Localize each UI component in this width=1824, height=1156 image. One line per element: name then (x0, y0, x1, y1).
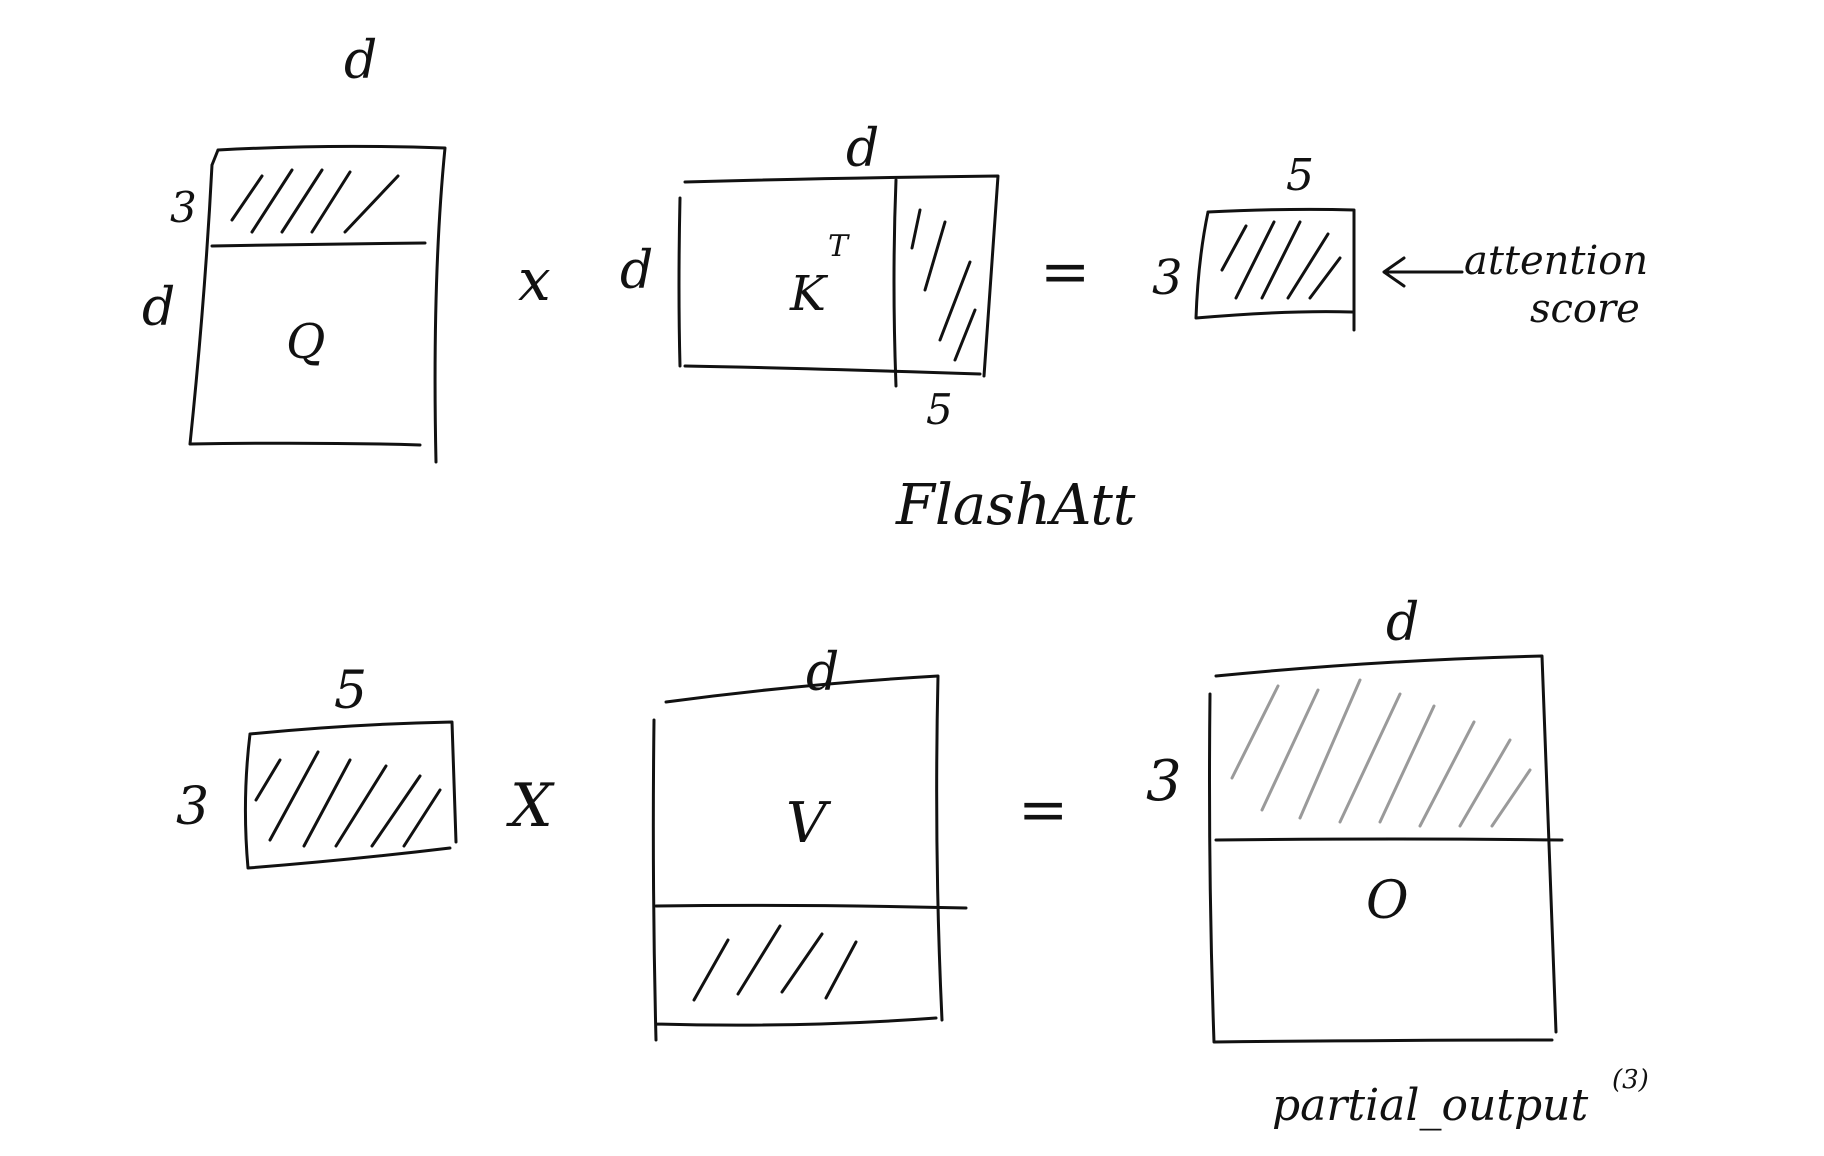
o-side-dim-label: 3 (1146, 749, 1182, 814)
o-hatched-block (1230, 678, 1532, 828)
score-block-bottom: 5 3 (176, 661, 458, 870)
score-block-top-hatching (1220, 220, 1342, 300)
score-block-bottom-outline (243, 720, 458, 870)
v-matrix-outline (651, 674, 944, 1042)
annotation-label-line2: score (1530, 286, 1640, 332)
kt-block-divider (892, 178, 898, 388)
v-top-dim-label: d (806, 643, 839, 703)
o-matrix-outline (1208, 654, 1558, 1044)
kt-matrix: d d K T 5 (620, 119, 1000, 434)
times-symbol-bottom: X (506, 771, 555, 841)
times-symbol-top: x (518, 246, 551, 314)
v-matrix-name: V (786, 791, 832, 856)
equals-symbol-top: = (1040, 237, 1090, 307)
q-block-divider (210, 241, 427, 248)
kt-matrix-outline (677, 174, 1000, 378)
kt-matrix-name: K (789, 266, 829, 322)
kt-block-dim-label: 5 (926, 385, 953, 434)
q-hatched-block (230, 168, 400, 234)
partial-output-superscript: (3) (1612, 1065, 1649, 1095)
o-matrix: d 3 O (1146, 593, 1564, 1044)
score-bottom-side-dim-label: 3 (176, 777, 209, 837)
q-matrix-outline (188, 144, 447, 464)
o-matrix-name: O (1366, 871, 1409, 931)
score-top-dim-label: 5 (1286, 150, 1314, 201)
q-side-dim-label: d (142, 278, 175, 338)
score-block-top: 5 3 (1152, 150, 1356, 332)
kt-hatched-block (910, 208, 977, 362)
v-block-divider (654, 903, 968, 910)
partial-output-caption: partial_output (3) (1272, 1065, 1649, 1131)
score-bottom-top-dim-label: 5 (334, 661, 367, 721)
annotation-label-line1: attention (1464, 238, 1648, 284)
q-block-dim-label: 3 (170, 183, 197, 232)
score-side-dim-label: 3 (1152, 250, 1183, 306)
o-top-dim-label: d (1386, 593, 1419, 653)
equals-symbol-bottom: = (1018, 775, 1068, 845)
partial-output-label: partial_output (1272, 1080, 1589, 1131)
score-block-top-outline (1194, 207, 1356, 332)
q-top-dim-label: d (344, 31, 377, 91)
q-matrix-name: Q (286, 314, 325, 370)
kt-side-dim-label: d (620, 241, 653, 301)
flashatt-caption: FlashAtt (895, 473, 1136, 538)
q-matrix: d 3 d Q (142, 31, 447, 464)
annotation-arrow-icon (1382, 256, 1464, 288)
v-matrix: d V (651, 643, 968, 1042)
o-block-divider (1214, 837, 1564, 842)
kt-top-dim-label: d (846, 119, 879, 179)
v-hatched-block (692, 924, 858, 1002)
kt-superscript: T (828, 229, 850, 264)
attention-score-annotation: attention score (1382, 238, 1648, 332)
score-block-bottom-hatching (254, 750, 442, 848)
